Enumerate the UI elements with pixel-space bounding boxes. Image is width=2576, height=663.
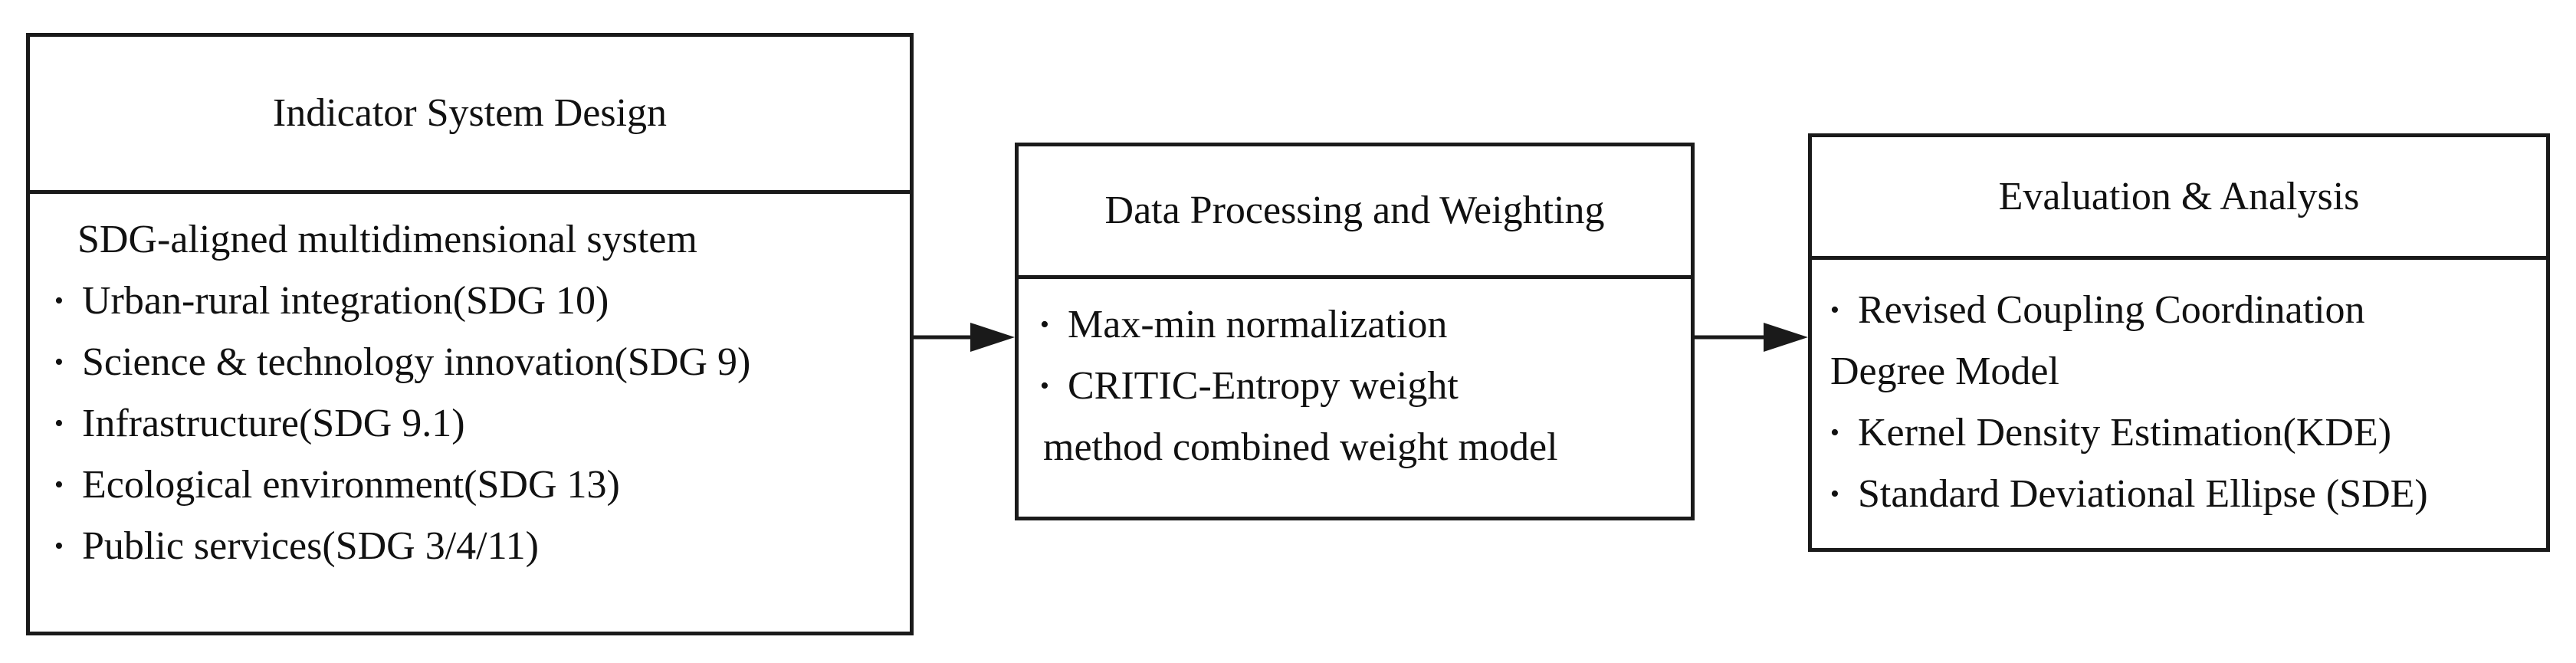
indicator-item-public-services: • Public services(SDG 3/4/11) [50,516,894,577]
evaluation-item-sde: • Standard Deviational Ellipse (SDE) [1826,464,2535,525]
bullet-icon: • [54,287,64,315]
indicator-item-science-technology: • Science & technology innovation(SDG 9) [50,332,894,393]
data-processing-body: • Max-min normalization • CRITIC-Entropy w… [1019,279,1691,478]
evaluation-item-coupling-coordination: • Revised Coupling Coordination [1826,280,2535,341]
evaluation-item-label: Revised Coupling Coordination [1858,288,2365,332]
bullet-icon: • [54,348,64,376]
indicator-system-design-body: SDG-aligned multidimensional system • Urb… [30,194,910,577]
indicator-item-infrastructure: • Infrastructure(SDG 9.1) [50,393,894,455]
evaluation-item-label: Kernel Density Estimation(KDE) [1858,411,2392,455]
bullet-icon: • [54,471,64,499]
bullet-icon: • [1830,296,1839,324]
arrow-right-icon [914,323,1015,352]
processing-item-critic-entropy-continuation: method combined weight model [1043,425,1558,469]
indicator-item-label: Science & technology innovation(SDG 9) [82,340,751,384]
evaluation-item-coupling-coordination-continuation: Degree Model [1830,350,2059,393]
data-processing-box: Data Processing and Weighting • Max-min n… [1015,143,1695,520]
bullet-icon: • [54,409,64,438]
indicator-item-urban-rural: • Urban-rural integration(SDG 10) [50,271,894,332]
evaluation-analysis-box: Evaluation & Analysis • Revised Coupling … [1808,133,2550,552]
processing-item-critic-entropy: • CRITIC-Entropy weight [1035,356,1677,417]
evaluation-analysis-title: Evaluation & Analysis [1812,137,2546,260]
evaluation-analysis-body: • Revised Coupling Coordination Degree Mo… [1812,260,2546,525]
bullet-icon: • [1830,418,1839,447]
arrow-right-icon [1695,323,1808,352]
indicator-item-label: Urban-rural integration(SDG 10) [82,279,609,323]
processing-item-label: Max-min normalization [1068,303,1448,346]
indicator-item-label: Public services(SDG 3/4/11) [82,524,539,568]
indicator-subtitle: SDG-aligned multidimensional system [77,218,697,261]
processing-item-normalization: • Max-min normalization [1035,294,1677,356]
processing-item-label: CRITIC-Entropy weight [1068,364,1459,408]
bullet-icon: • [1040,310,1049,339]
indicator-item-label: Infrastructure(SDG 9.1) [82,402,465,445]
indicator-item-ecological-environment: • Ecological environment(SDG 13) [50,455,894,516]
bullet-icon: • [1040,372,1049,400]
indicator-item-label: Ecological environment(SDG 13) [82,463,620,507]
bullet-icon: • [54,532,64,560]
data-processing-title: Data Processing and Weighting [1019,146,1691,279]
indicator-system-design-title: Indicator System Design [30,37,910,194]
bullet-icon: • [1830,480,1839,508]
indicator-system-design-box: Indicator System Design SDG-aligned mult… [26,33,914,635]
evaluation-item-label: Standard Deviational Ellipse (SDE) [1858,472,2428,516]
evaluation-item-kde: • Kernel Density Estimation(KDE) [1826,402,2535,464]
